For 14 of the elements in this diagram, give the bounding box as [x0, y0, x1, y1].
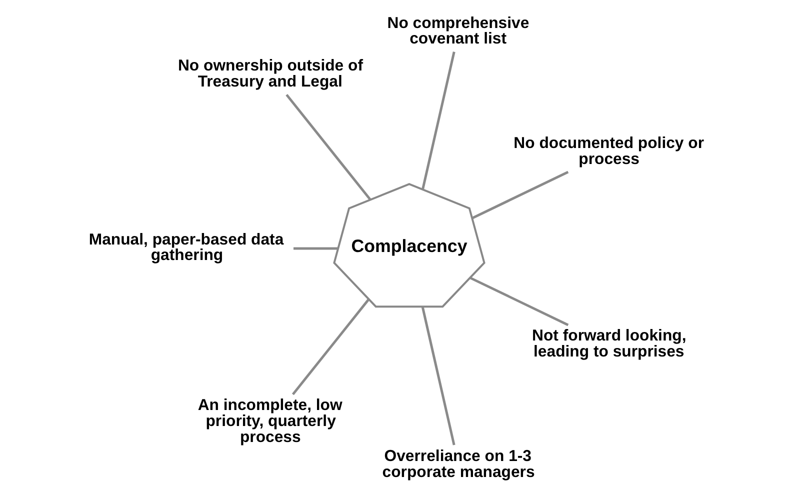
connector [421, 52, 455, 190]
node-text: No ownership outside of Treasury and Legal [177, 58, 363, 91]
node-text: Overreliance on 1-3 corporate managers [382, 448, 534, 481]
node-text: No documented policy or process [513, 134, 704, 168]
node-text: An incomplete, low priority, quarterly process [197, 397, 342, 446]
connector [293, 247, 338, 250]
node-text: Manual, paper-based data gathering [88, 231, 284, 264]
connector [471, 170, 568, 220]
connector [291, 298, 370, 396]
node-text: No comprehensive covenant list [386, 14, 529, 48]
connector [420, 306, 455, 446]
connector [469, 276, 568, 326]
connector [285, 94, 371, 200]
node-text: Not forward looking, leading to surprises [532, 328, 686, 361]
